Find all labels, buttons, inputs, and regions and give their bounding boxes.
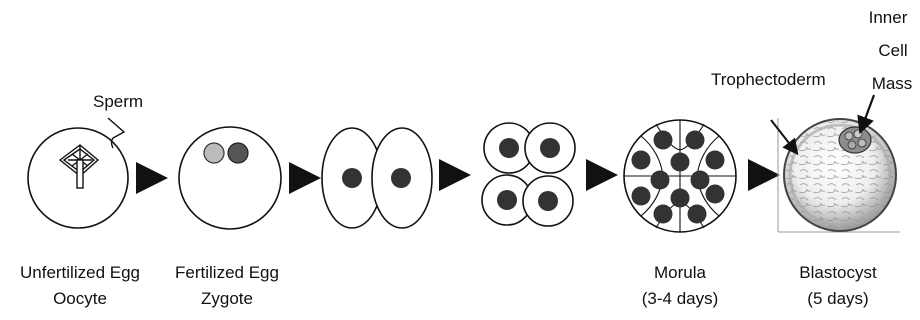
caption-blastocyst-line-2: (5 days): [807, 289, 869, 308]
inner-cell-mass-pointer: [857, 94, 876, 135]
nucleus: [342, 168, 362, 188]
male-pronucleus: [203, 142, 225, 164]
caption-zygote-line-2: Zygote: [201, 289, 253, 308]
four-cell-embryo: [481, 122, 576, 227]
caption-oocyte-line-1: Unfertilized Egg: [19, 263, 140, 282]
caption-morula-line-1: Morula: [654, 263, 706, 282]
inner-cell-mass-label-1: Inner: [869, 8, 908, 27]
nucleus: [670, 188, 690, 208]
nucleus: [653, 204, 673, 224]
caption-morula: Morula (3-4 days): [590, 260, 770, 312]
nucleus: [670, 152, 690, 172]
sperm-pointer: [107, 117, 126, 149]
nucleus: [705, 184, 725, 204]
nucleus: [631, 186, 651, 206]
nucleus: [499, 138, 519, 158]
nucleus: [650, 170, 670, 190]
nucleus: [540, 138, 560, 158]
caption-oocyte-line-2: Oocyte: [53, 289, 107, 308]
caption-morula-line-2: (3-4 days): [641, 289, 719, 308]
caption-zygote: Fertilized Egg Zygote: [137, 260, 317, 312]
nucleus: [687, 204, 707, 224]
female-pronucleus: [227, 142, 249, 164]
caption-blastocyst: Blastocyst (5 days): [748, 260, 920, 312]
nucleus: [631, 150, 651, 170]
morula-embryo: [623, 119, 737, 233]
caption-oocyte: Unfertilized Egg Oocyte: [0, 260, 170, 312]
blastocyst-embryo: [777, 118, 900, 233]
oocyte-cell: [27, 117, 129, 229]
nucleus: [690, 170, 710, 190]
meiotic-spindle: [58, 144, 100, 189]
trophectoderm-pointer: [770, 119, 799, 156]
sperm-label: Sperm: [93, 92, 143, 111]
nucleus: [705, 150, 725, 170]
nucleus: [538, 191, 558, 211]
nucleus: [497, 190, 517, 210]
nucleus: [653, 130, 673, 150]
caption-blastocyst-line-1: Blastocyst: [799, 263, 877, 282]
inner-cell-mass-label-2: Cell: [878, 41, 907, 60]
nucleus: [685, 130, 705, 150]
trophectoderm-label: Trophectoderm: [711, 70, 826, 89]
caption-zygote-line-1: Fertilized Egg: [175, 263, 279, 282]
zygote-cell: [178, 126, 282, 230]
two-cell-embryo: [321, 127, 433, 229]
nucleus: [391, 168, 411, 188]
inner-cell-mass: [838, 126, 872, 154]
inner-cell-mass-label-3: Mass: [872, 74, 913, 93]
